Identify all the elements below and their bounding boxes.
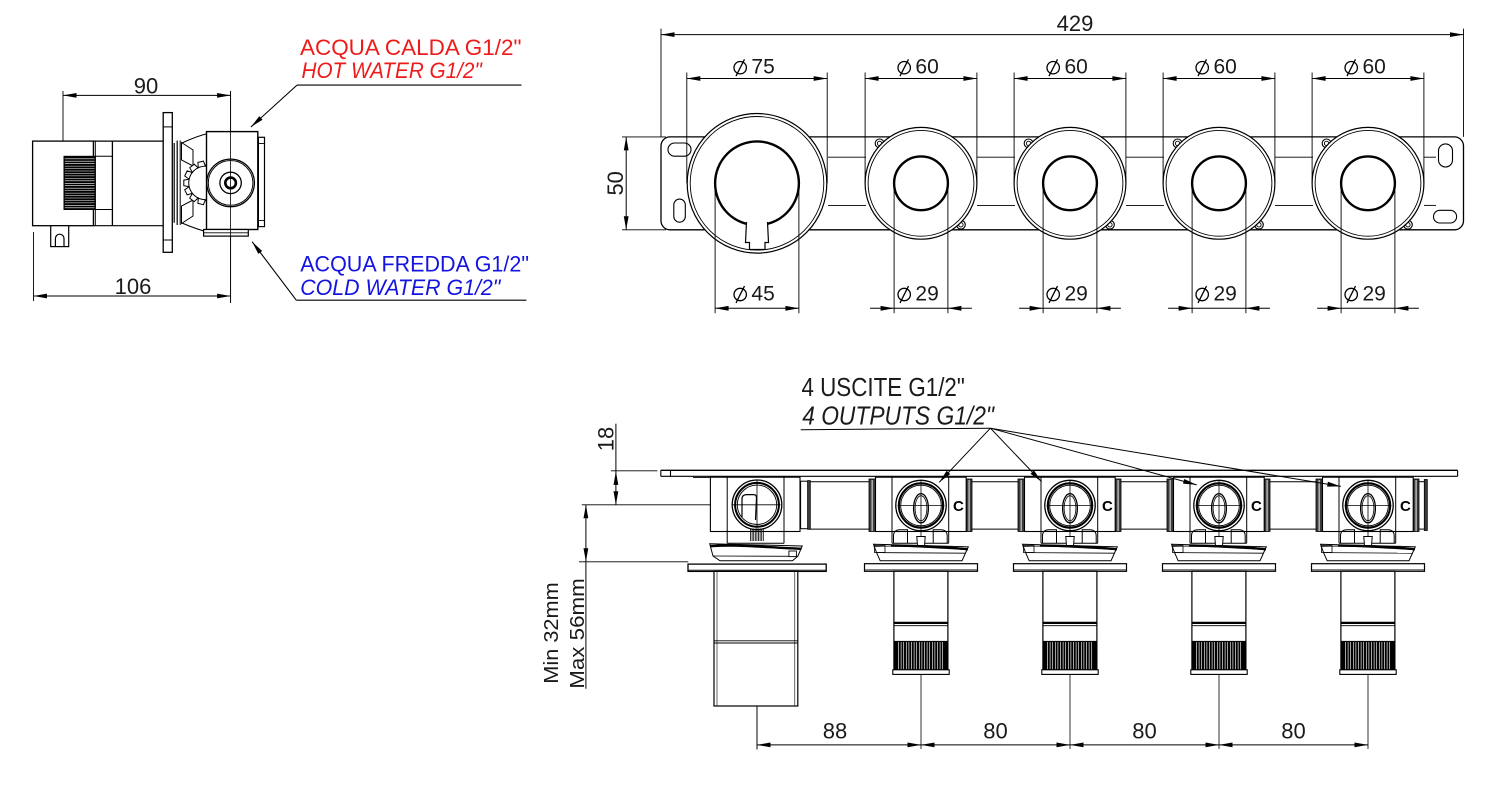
svg-text:ACQUA CALDA G1/2": ACQUA CALDA G1/2" (300, 35, 522, 60)
svg-text:4 USCITE G1/2": 4 USCITE G1/2" (802, 372, 965, 402)
svg-text:80: 80 (983, 719, 1007, 744)
svg-text:C: C (1251, 498, 1262, 515)
svg-text:18: 18 (594, 427, 619, 451)
svg-text:ACQUA FREDDA G1/2": ACQUA FREDDA G1/2" (300, 252, 529, 277)
svg-text:Max 56mm: Max 56mm (567, 578, 589, 689)
svg-text:60: 60 (1214, 56, 1237, 79)
svg-text:80: 80 (1132, 719, 1156, 744)
svg-text:C: C (953, 498, 964, 515)
svg-text:88: 88 (823, 719, 847, 744)
svg-text:C: C (1400, 498, 1411, 515)
svg-text:29: 29 (1065, 282, 1088, 305)
svg-text:75: 75 (751, 56, 774, 79)
svg-text:80: 80 (1281, 719, 1305, 744)
svg-text:COLD WATER G1/2": COLD WATER G1/2" (300, 275, 501, 300)
svg-text:29: 29 (915, 282, 938, 305)
svg-text:90: 90 (134, 74, 158, 99)
svg-text:4 OUTPUTS G1/2": 4 OUTPUTS G1/2" (802, 400, 995, 430)
svg-text:50: 50 (603, 171, 628, 195)
svg-text:60: 60 (1065, 56, 1088, 79)
svg-text:29: 29 (1363, 282, 1386, 305)
svg-text:C: C (1102, 498, 1113, 515)
svg-text:HOT WATER G1/2": HOT WATER G1/2" (302, 58, 483, 83)
svg-text:Min 32mm: Min 32mm (541, 582, 563, 683)
svg-text:429: 429 (1057, 11, 1094, 36)
svg-text:106: 106 (115, 274, 152, 299)
svg-text:60: 60 (915, 56, 938, 79)
svg-text:60: 60 (1363, 56, 1386, 79)
svg-text:29: 29 (1214, 282, 1237, 305)
svg-text:45: 45 (751, 282, 774, 305)
